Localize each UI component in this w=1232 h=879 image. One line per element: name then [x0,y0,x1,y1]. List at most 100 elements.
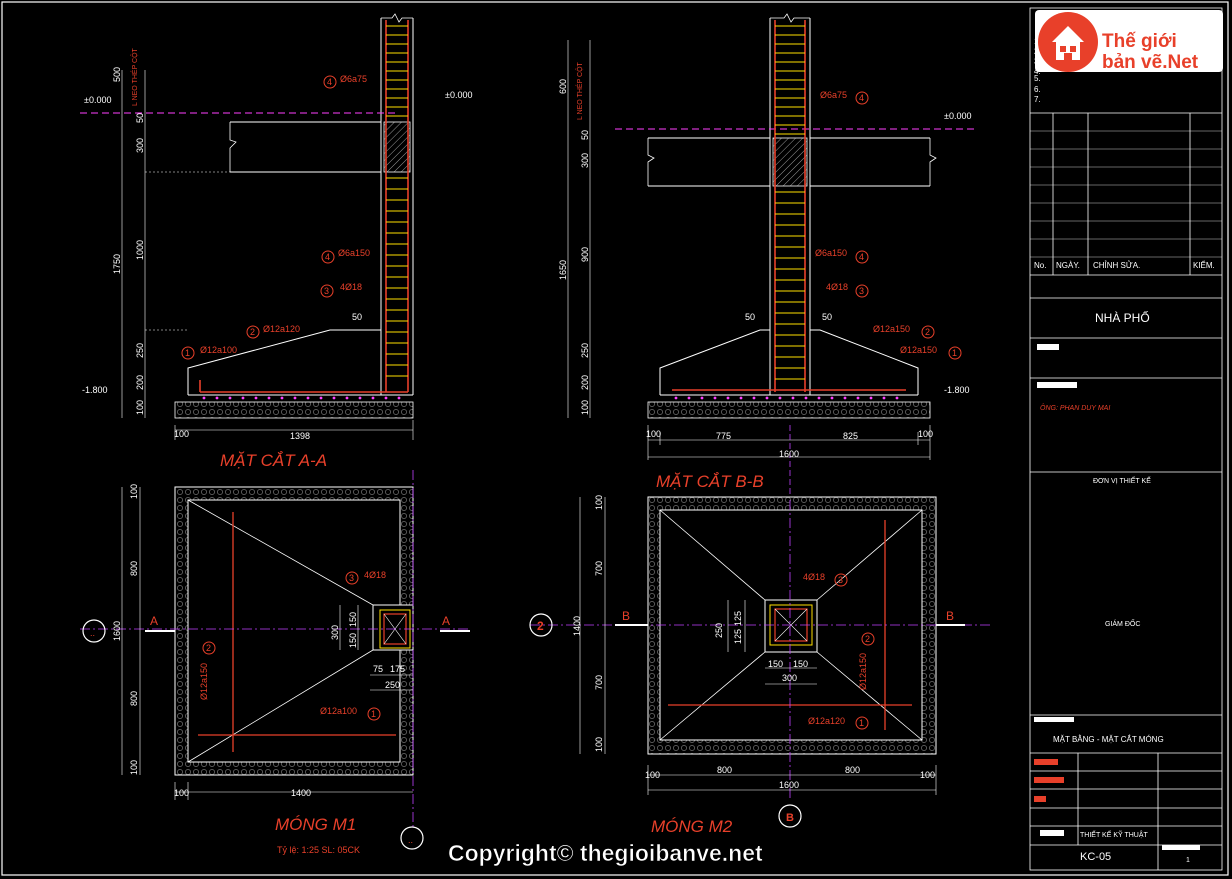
dim-m1-left-100a: 100 [129,484,139,499]
grid-bubble-m2-left [529,613,553,637]
section-bb-title: MẶT CẮT B-B [656,472,764,491]
grid-m1-bottom-label: .. [408,835,413,845]
dim-aa-200: 200 [135,375,145,390]
dim-bb-300: 300 [580,153,590,168]
tag-bb-2: 2 Ø12a150 [873,324,935,339]
tag-m2-3: 3 4Ø18 [803,572,848,587]
grid-bubble-m2-bottom [778,804,802,828]
dim-m1-col-150a: 150 [348,612,358,627]
dim-m2-left-100b: 100 [594,737,604,752]
svg-text:2: 2 [865,634,870,644]
copyright-watermark: Copyright© thegioibanve.net [448,840,763,866]
dim-bb-600: 600 [558,79,568,94]
svg-text:Ø12a150: Ø12a150 [199,663,209,700]
dim-aa-100: 100 [135,400,145,415]
designer-unit: ĐƠN VỊ THIẾT KẾ [1093,475,1151,485]
director: GIÁM ĐỐC [1105,618,1140,628]
dim-m1-col-300: 300 [330,625,340,640]
svg-text:Ø12a120: Ø12a120 [263,324,300,334]
dim-aa-50-inner: 50 [352,312,362,322]
plan-m2 [529,496,990,828]
dim-m2-col-300: 300 [782,673,797,683]
rev-header-change: CHỈNH SỬA. [1093,261,1140,270]
project-name: NHÀ PHỐ [1095,310,1150,325]
svg-text:4Ø18: 4Ø18 [364,570,386,580]
level-top-aa: ±0.000 [84,95,111,105]
grid-bubble-m1-bottom [400,826,424,850]
tag-bb-3: 3 4Ø18 [826,282,869,298]
dim-m1-col-175: 175 [390,664,405,674]
tag-m2-2: 2 Ø12a150 [858,632,875,690]
dim-m1-bottom-100: 100 [174,788,189,798]
svg-text:4Ø18: 4Ø18 [826,282,848,292]
tag-bb-1: 1 Ø12a150 [900,345,962,360]
svg-text:Ø12a150: Ø12a150 [900,345,937,355]
dim-bb-100: 100 [580,400,590,415]
dim-bb-bottom-775: 775 [716,431,731,441]
dim-m1-col-250: 250 [385,680,400,690]
section-bb [567,13,975,500]
cut-b-right: B [946,609,954,623]
note-5: 5. [1034,74,1041,83]
dim-m2-col-150a: 150 [768,659,783,669]
svg-text:4Ø18: 4Ø18 [340,282,362,292]
level-top-bb: ±0.000 [944,111,971,121]
dim-m2-bottom-800a: 800 [717,765,732,775]
dim-m1-left-1600: 1600 [112,621,122,641]
level-top-aa-right: ±0.000 [445,90,472,100]
cut-a-right: A [442,614,450,628]
cut-a-left: A [150,614,158,628]
section-aa [80,13,414,440]
tag-aa-1: 1 Ø12a100 [181,345,237,360]
dim-m1-col-150b: 150 [348,633,358,648]
dim-bb-900: 900 [580,247,590,262]
sheet-count: 1 [1186,857,1190,864]
rev-header-check: KIỂM. [1193,261,1215,270]
dim-m2-left-1400: 1400 [572,616,582,636]
svg-text:Ø6a75: Ø6a75 [820,90,847,100]
house-icon [1052,26,1084,60]
tag-aa-2: 2 Ø12a120 [246,324,300,339]
svg-text:3: 3 [349,573,354,583]
dim-bb-bottom-825: 825 [843,431,858,441]
section-aa-title: MẶT CẮT A-A [220,451,327,470]
dim-bb-50: 50 [580,130,590,140]
level-bottom-bb: -1.800 [944,385,970,395]
svg-text:1: 1 [952,348,957,358]
title-block [1029,7,1223,871]
plan-m1-title: MÓNG M1 [275,815,356,834]
rev-header-no: No. [1034,261,1046,270]
dim-bb-200: 200 [580,375,590,390]
dim-m2-col-125b: 125 [733,629,743,644]
dim-m2-bottom-100b: 100 [920,770,935,780]
dim-bb-1650: 1650 [558,260,568,280]
dim-bb-50-right: 50 [822,312,832,322]
svg-text:4: 4 [859,252,864,262]
note-7: 7. [1034,95,1041,104]
dim-bb-250: 250 [580,343,590,358]
dim-aa-250: 250 [135,343,145,358]
svg-text:3: 3 [838,575,843,585]
tag-bb-4a: 4 Ø6a75 [820,90,869,105]
dim-aa-50: 50 [135,113,145,123]
dim-m2-bottom-800b: 800 [845,765,860,775]
dim-m2-left-700b: 700 [594,675,604,690]
tag-m2-1: 1 Ø12a120 [808,716,869,730]
dim-m1-left-800b: 800 [129,691,139,706]
dim-aa-1750: 1750 [112,254,122,274]
dim-bb-bottom-100b: 100 [918,429,933,439]
svg-text:Ø6a75: Ø6a75 [340,74,367,84]
svg-text:1: 1 [859,718,864,728]
svg-text:Ø6a150: Ø6a150 [338,248,370,258]
svg-text:Ø12a150: Ø12a150 [858,653,868,690]
dim-m2-bottom-1600: 1600 [779,780,799,790]
svg-text:1: 1 [185,348,190,358]
svg-text:2: 2 [250,327,255,337]
svg-text:Ø6a150: Ø6a150 [815,248,847,258]
svg-text:Ø12a120: Ø12a120 [808,716,845,726]
dim-m2-bottom-100a: 100 [645,770,660,780]
dim-aa-bottom-1398: 1398 [290,431,310,441]
tag-aa-3: 3 4Ø18 [320,282,362,298]
tag-bb-4b: 4 Ø6a150 [815,248,869,264]
